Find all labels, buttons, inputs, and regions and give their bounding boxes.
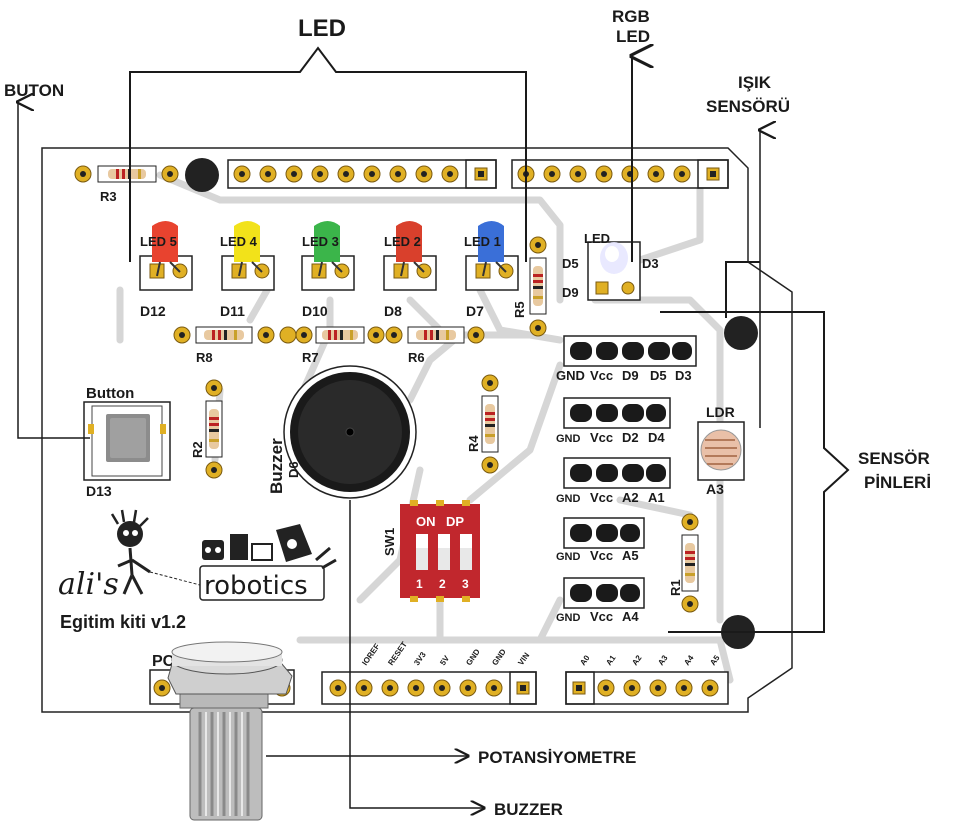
resistor-label-r6: R6 xyxy=(408,350,425,365)
potentiometer: PC xyxy=(150,642,294,820)
header4-gnd: GND xyxy=(556,551,581,563)
resistor-label-r7: R7 xyxy=(302,350,319,365)
sensor-header-4: GND Vcc A5 xyxy=(556,518,644,563)
dip-dp: DP xyxy=(446,514,464,529)
sensor-header-2: GND Vcc D2 D4 xyxy=(556,398,670,445)
rgb-pin-d9: D9 xyxy=(562,285,579,300)
dip-sw-label: SW1 xyxy=(382,528,397,556)
header1-p3: D3 xyxy=(675,368,692,383)
buzzer-label: Buzzer xyxy=(267,438,286,494)
sensor-header-1: GND Vcc D9 D5 D3 xyxy=(556,336,696,383)
resistor-label-r8: R8 xyxy=(196,350,213,365)
header3-p1: A2 xyxy=(622,490,639,505)
kit-version: Egitim kiti v1.2 xyxy=(60,612,186,632)
rgb-pin-d3: D3 xyxy=(642,256,659,271)
ldr-pin: A3 xyxy=(706,481,724,497)
digital-header-right xyxy=(512,160,728,188)
callout-light-sensor-line1: IŞIK xyxy=(738,73,772,92)
buzzer-pin: D6 xyxy=(286,461,301,478)
header1-vcc: Vcc xyxy=(590,368,613,383)
header2-vcc: Vcc xyxy=(590,430,613,445)
pin-label-d10: D10 xyxy=(302,303,328,319)
rgb-label: LED xyxy=(584,231,610,246)
callout-buzzer: BUZZER xyxy=(494,800,563,819)
callout-rgb-line1: RGB xyxy=(612,7,650,26)
led-label-led3: LED 3 xyxy=(302,234,339,249)
via-pad xyxy=(280,327,296,343)
dip-on: ON xyxy=(416,514,436,529)
header2-p2: D4 xyxy=(648,430,665,445)
callout-light-sensor-line2: SENSÖRÜ xyxy=(706,97,790,116)
header5-gnd: GND xyxy=(556,612,581,624)
callout-rgb-line2: LED xyxy=(616,27,650,46)
led-label-led5: LED 5 xyxy=(140,234,177,249)
digital-header-left xyxy=(228,160,496,188)
header5-vcc: Vcc xyxy=(590,609,613,624)
header3-p2: A1 xyxy=(648,490,665,505)
logo-robotics: robotics xyxy=(204,571,308,601)
resistor-label-r4: R4 xyxy=(466,435,481,452)
led-label-led1: LED 1 xyxy=(464,234,501,249)
header5-p1: A4 xyxy=(622,609,639,624)
mounting-hole xyxy=(724,316,758,350)
header4-p1: A5 xyxy=(622,548,639,563)
dip-n3: 3 xyxy=(462,577,469,591)
resistor-label-r2: R2 xyxy=(190,441,205,458)
ldr-label: LDR xyxy=(706,404,735,420)
logo-alis: ali's xyxy=(58,567,119,602)
callout-sensor-pins-line2: PİNLERİ xyxy=(864,473,931,492)
rgb-pin-d5: D5 xyxy=(562,256,579,271)
dip-n1: 1 xyxy=(416,577,423,591)
callout-potentiometer: POTANSİYOMETRE xyxy=(478,748,636,767)
header3-gnd: GND xyxy=(556,493,581,505)
header1-gnd: GND xyxy=(556,368,585,383)
callout-button: BUTON xyxy=(4,81,64,100)
pin-label-d12: D12 xyxy=(140,303,166,319)
header2-p1: D2 xyxy=(622,430,639,445)
pin-label-d8: D8 xyxy=(384,303,402,319)
mounting-hole xyxy=(185,158,219,192)
led-label-led4: LED 4 xyxy=(220,234,258,249)
header4-vcc: Vcc xyxy=(590,548,613,563)
resistor-label-r5: R5 xyxy=(512,301,527,318)
dip-n2: 2 xyxy=(439,577,446,591)
button-pin: D13 xyxy=(86,483,112,499)
header1-p2: D5 xyxy=(650,368,667,383)
sensor-header-5: GND Vcc A4 xyxy=(556,578,644,624)
callout-led: LED xyxy=(298,15,346,42)
header1-p1: D9 xyxy=(622,368,639,383)
pin-label-d11: D11 xyxy=(220,303,245,319)
sensor-header-3: GND Vcc A2 A1 xyxy=(556,458,670,505)
callout-sensor-pins-line1: SENSÖR xyxy=(858,449,930,468)
resistor-label-r1: R1 xyxy=(668,579,683,596)
header2-gnd: GND xyxy=(556,433,581,445)
resistor-label-r3: R3 xyxy=(100,189,117,204)
header3-vcc: Vcc xyxy=(590,490,613,505)
led-label-led2: LED 2 xyxy=(384,234,421,249)
button-label: Button xyxy=(86,385,134,402)
pin-label-d7: D7 xyxy=(466,303,484,319)
